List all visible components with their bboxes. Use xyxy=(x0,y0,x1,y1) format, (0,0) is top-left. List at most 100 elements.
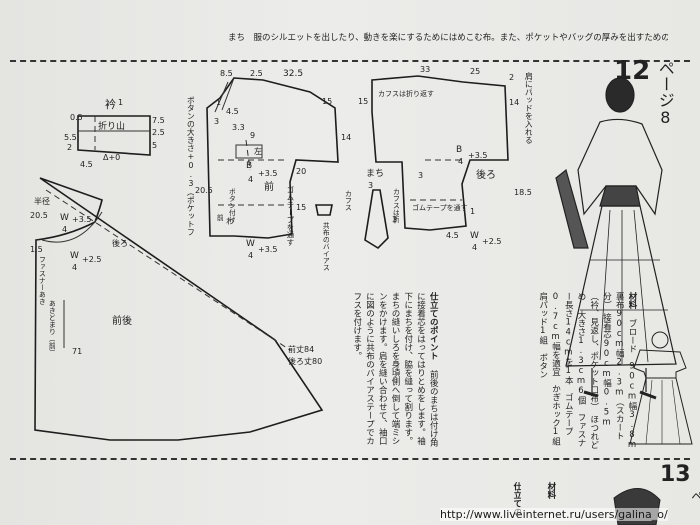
back-title: 後ろ xyxy=(476,168,496,181)
skirt-dim-3: 71 xyxy=(72,347,82,356)
front-dim-10: 20.5 xyxy=(195,186,213,195)
back-waist-plus: +2.5 xyxy=(482,237,501,246)
gusset-piece xyxy=(364,189,389,250)
sketch-illustration xyxy=(629,331,693,445)
collar-dim-8: 1 xyxy=(118,98,123,107)
cuff-label: カフス xyxy=(344,190,352,211)
front-dim-1: 8.5 xyxy=(220,69,233,78)
next-page-number: 13 xyxy=(660,462,691,487)
skirt-front-plus: +3.5 xyxy=(72,215,91,224)
sewing-line-2: まちの縫いしろを身頃側へ倒して端ミシンをかけます。肩を縫い合わせて、袖口に図のよ… xyxy=(351,292,400,445)
front-dim-13: 1 xyxy=(216,98,221,107)
skirt-back-length: 後ろ丈80 xyxy=(288,356,322,366)
front-button-note: ボタンの大きさ+0.3（ポケットフラップ幅）+1 ステッチ幅 xyxy=(186,96,195,236)
collar-dim-4: 4.5 xyxy=(80,160,93,169)
front-dim-2: 2.5 xyxy=(250,69,263,78)
front-dim-6: 4.5 xyxy=(226,107,239,116)
front-button-mark: ボタン付け xyxy=(228,188,236,223)
skirt-radius-label: 半径 xyxy=(34,196,50,206)
skirt-zipper-note: ファスナーあき xyxy=(38,256,46,305)
front-dim-3: 32.5 xyxy=(283,69,303,79)
skirt-front-div: 4 xyxy=(62,225,67,234)
watermark-url: http://www.liveinternet.ru/users/galina_… xyxy=(440,508,668,521)
front-dim-11: 20 xyxy=(296,167,306,176)
back-dim-3: 2 xyxy=(509,73,514,82)
collar-fold: 折り山 xyxy=(98,120,125,132)
skirt-front-w: W xyxy=(60,213,69,223)
front-dim-12: 15 xyxy=(296,203,306,212)
model-illustration xyxy=(555,77,677,400)
front-elastic-stop-note: 前 xyxy=(216,214,224,221)
back-bodice-piece xyxy=(371,75,509,231)
collar-formula: Δ+0 xyxy=(103,153,120,162)
back-bust-div: 4 xyxy=(458,157,463,166)
skirt-back-label: 後ろ xyxy=(112,238,128,248)
bias-tape-piece xyxy=(315,204,333,216)
front-waist-div: 4 xyxy=(248,251,253,260)
back-bust-plus: +3.5 xyxy=(468,151,487,160)
back-elastic-note: ゴムテープを通す xyxy=(412,203,468,212)
next-materials-heading: 材料 xyxy=(545,482,556,499)
collar-dim-5: 7.5 xyxy=(152,116,165,125)
front-bust-div: 4 xyxy=(248,175,253,184)
next-sewing-heading: 仕立ての xyxy=(512,482,521,516)
back-cuff-note: カフスは折り返す xyxy=(378,89,434,98)
materials-text: 材料 ブロード 90cm幅3.8m 裏布90cm幅2.3m（スカート分） 接着芯… xyxy=(536,292,638,459)
collar-dim-6: 2.5 xyxy=(152,128,165,137)
gusset-dim-2: 3 xyxy=(392,215,397,224)
footer-dashed-rule xyxy=(10,458,690,460)
page-suffix: ページ8 xyxy=(655,60,675,127)
collar-dim-2: 5.5 xyxy=(64,133,77,142)
collar-piece xyxy=(77,115,151,156)
skirt-front-length: 前丈84 xyxy=(288,344,314,354)
back-bust-b: B xyxy=(456,145,462,155)
skirt-title: 前後 xyxy=(112,314,132,327)
front-dim-8: 3.3 xyxy=(232,123,245,132)
next-page-suffix: ペ xyxy=(689,490,700,502)
front-elastic-note: ゴムテープを通す xyxy=(286,186,294,246)
skirt-back-div: 4 xyxy=(72,263,77,272)
gusset-dim-1: 3 xyxy=(368,181,373,190)
front-title: 前 xyxy=(264,180,274,193)
gusset-cuff-note: カフスは折り返す xyxy=(392,188,400,224)
back-dim-6: 3 xyxy=(418,171,423,180)
skirt-dim-2: 1.5 xyxy=(30,245,43,254)
front-left-mark: 左 xyxy=(254,146,262,156)
front-bodice-piece xyxy=(206,77,339,239)
front-bust-b: B xyxy=(246,161,252,171)
front-fold-mark: わ xyxy=(226,217,234,226)
back-waist-w: W xyxy=(470,231,479,241)
sewing-heading: 仕立てのポイント xyxy=(428,292,439,360)
back-dim-1: 33 xyxy=(420,65,430,74)
front-dim-4: 15 xyxy=(322,97,332,106)
front-dim-7: 3 xyxy=(214,117,219,126)
front-waist-plus: +3.5 xyxy=(258,245,277,254)
bias-tape-label: 共布のバイアステープ xyxy=(322,222,330,272)
collar-title: 衿 xyxy=(105,97,116,111)
materials-line-1: ブロード 90cm幅3.8m 裏布90cm幅2.3m（スカート分） 接着芯90c… xyxy=(576,292,637,459)
sewing-text: 仕立てのポイント 前後のまちは付け角に接着芯をはってはりとめをします。袖下にまち… xyxy=(350,292,439,452)
gusset-title: まち xyxy=(366,168,384,179)
front-dim-5: 14 xyxy=(341,133,351,142)
header-note: まち 服のシルエットを出したり、動きを楽にするためにはめこむ布。また、ポケットや… xyxy=(228,33,668,43)
skirt-piece xyxy=(34,177,324,441)
back-dim-7: 18.5 xyxy=(514,188,532,197)
materials-heading: 材料 xyxy=(627,292,637,309)
back-dim-9: 1 xyxy=(470,207,475,216)
front-waist-w: W xyxy=(246,239,255,249)
collar-dim-1: 0.5 xyxy=(70,113,83,122)
back-waist-div: 4 xyxy=(472,243,477,252)
sewing-line-1: 前後のまちは付け角に接着芯をはってはりとめをします。袖下にまちを付け、脇を縫って… xyxy=(402,292,439,447)
back-dim-8: 4.5 xyxy=(446,231,459,240)
skirt-back-w: W xyxy=(70,251,79,261)
skirt-back-plus: +2.5 xyxy=(82,255,101,264)
materials-line-3: 肩パッド1組 ボタン xyxy=(537,292,548,379)
collar-dim-7: 5 xyxy=(152,141,157,150)
header-dashed-rule xyxy=(10,60,690,62)
front-dim-9: 9 xyxy=(250,131,255,140)
back-dim-2: 25 xyxy=(470,67,480,76)
skirt-opening-end-note: あきどまり（前） xyxy=(48,300,56,356)
